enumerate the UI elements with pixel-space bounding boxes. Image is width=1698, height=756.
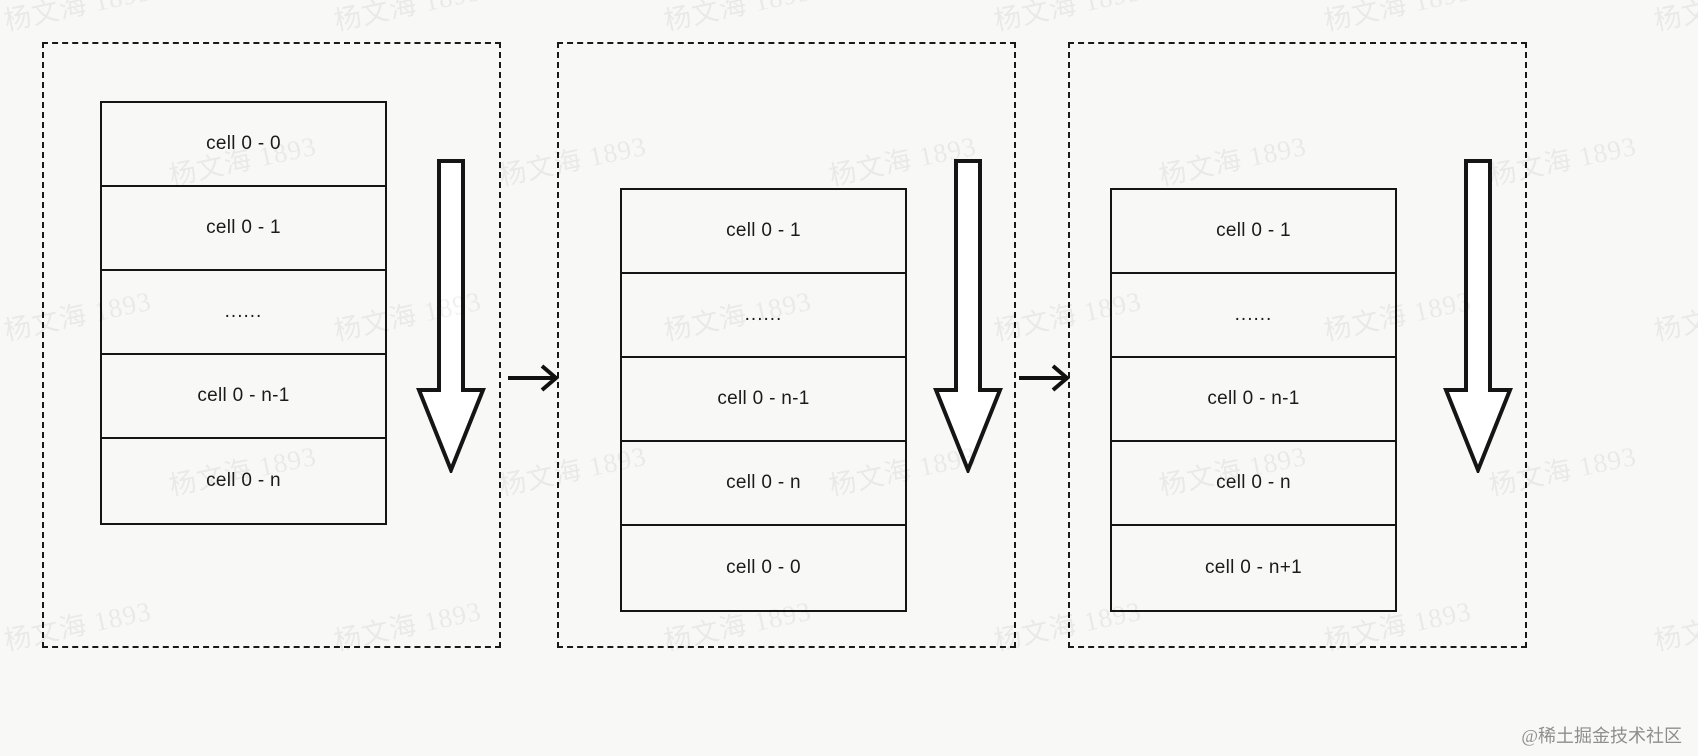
panel-step-2 bbox=[557, 42, 1016, 648]
list-item[interactable]: cell 0 - n bbox=[1112, 442, 1395, 526]
list-item[interactable]: cell 0 - n bbox=[622, 442, 905, 526]
cell-stack-3: cell 0 - 1 ...... cell 0 - n-1 cell 0 - … bbox=[1110, 188, 1397, 612]
list-item-rebound[interactable]: cell 0 - n+1 bbox=[1204, 557, 1303, 578]
cell-stack-2: cell 0 - 1 ...... cell 0 - n-1 cell 0 - … bbox=[620, 188, 907, 612]
list-item[interactable]: cell 0 - 0 bbox=[102, 103, 385, 187]
scroll-down-arrow-icon bbox=[416, 158, 486, 473]
list-item-ellipsis: ...... bbox=[1112, 274, 1395, 358]
list-item[interactable]: cell 0 - n-1 bbox=[1112, 358, 1395, 442]
scroll-down-arrow-icon bbox=[933, 158, 1003, 473]
panel-step-1 bbox=[42, 42, 501, 648]
list-item-recycled[interactable]: cell 0 - 0 bbox=[726, 557, 801, 578]
list-item[interactable]: cell 0 - n-1 bbox=[622, 358, 905, 442]
list-item[interactable]: cell 0 - 1 bbox=[622, 190, 905, 274]
connector-arrow-icon bbox=[506, 363, 564, 393]
panel-step-3 bbox=[1068, 42, 1527, 648]
cell-stack-1: cell 0 - 0 cell 0 - 1 ...... cell 0 - n-… bbox=[100, 101, 387, 525]
list-item-ellipsis: ...... bbox=[622, 274, 905, 358]
list-item[interactable]: cell 0 - 1 bbox=[1112, 190, 1395, 274]
scroll-down-arrow-icon bbox=[1443, 158, 1513, 473]
list-item[interactable]: cell 0 - n-1 bbox=[102, 355, 385, 439]
connector-arrow-icon bbox=[1017, 363, 1075, 393]
attribution-label: @稀土掘金技术社区 bbox=[1521, 726, 1682, 746]
list-item-ellipsis: ...... bbox=[102, 271, 385, 355]
list-item[interactable]: cell 0 - n bbox=[206, 470, 281, 491]
list-item[interactable]: cell 0 - 1 bbox=[102, 187, 385, 271]
